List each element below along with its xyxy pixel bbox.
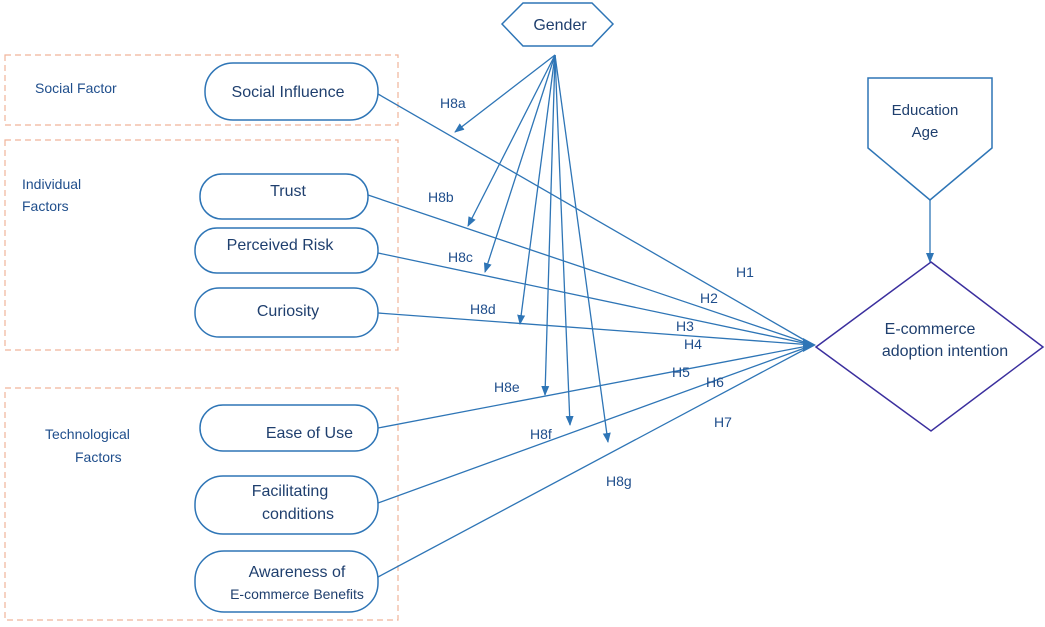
path-h8d xyxy=(517,54,556,325)
trust-construct: Trust xyxy=(199,173,369,220)
path-h7 xyxy=(377,344,814,578)
outcome-arrowhead xyxy=(803,338,816,352)
hypothesis-label-h8b: H8b xyxy=(428,189,454,205)
facilitating-conditions-construct: Facilitating conditions xyxy=(194,475,379,535)
technological-factors-label-1: Technological xyxy=(45,426,130,442)
path-h6 xyxy=(377,344,814,504)
curiosity-label: Curiosity xyxy=(257,303,319,320)
trust-label: Trust xyxy=(270,183,306,200)
path-h2 xyxy=(367,194,814,346)
path-h8a xyxy=(454,54,556,133)
hypothesis-label-h8d: H8d xyxy=(470,301,496,317)
awareness-construct: Awareness of E-commerce Benefits xyxy=(194,550,379,613)
social-factor-label: Social Factor xyxy=(35,80,117,96)
hypothesis-label-h8c: H8c xyxy=(448,249,473,265)
hypothesis-label-h6: H6 xyxy=(706,374,724,390)
social-factor-group xyxy=(4,54,399,126)
path-h5 xyxy=(377,344,814,429)
facilitating-conditions-label-1: Facilitating xyxy=(252,483,328,500)
technological-factors-group xyxy=(4,387,399,621)
path-h4 xyxy=(377,312,814,346)
individual-factors-label-1: Individual xyxy=(22,176,81,192)
hypothesis-label-h3: H3 xyxy=(676,318,694,334)
hypothesis-label-h8e: H8e xyxy=(494,379,520,395)
gender-moderator: Gender xyxy=(500,2,615,47)
controls-label-2: Age xyxy=(912,124,939,141)
outcome-label-1: E-commerce xyxy=(885,321,976,338)
path-h8c xyxy=(483,54,556,273)
facilitating-conditions-label-2: conditions xyxy=(262,506,334,523)
hypothesis-label-h8g: H8g xyxy=(606,473,632,489)
path-h3 xyxy=(377,252,814,346)
hypothesis-label-h4: H4 xyxy=(684,336,702,352)
hypothesis-label-h7: H7 xyxy=(714,414,732,430)
hypothesis-label-h8f: H8f xyxy=(530,426,552,442)
perceived-risk-label: Perceived Risk xyxy=(227,237,335,254)
individual-factors-label-2: Factors xyxy=(22,198,69,214)
ease-of-use-label: Ease of Use xyxy=(266,425,353,442)
hypothesis-label-h8a: H8a xyxy=(440,95,466,111)
path-h1 xyxy=(377,93,814,346)
outcome-label-2: adoption intention xyxy=(882,343,1008,360)
social-influence-construct: Social Influence xyxy=(204,62,379,121)
path-h8f xyxy=(554,54,574,426)
gender-label: Gender xyxy=(533,17,587,34)
controls-block: Education Age xyxy=(867,77,993,201)
ease-of-use-construct: Ease of Use xyxy=(199,404,379,452)
path-h8g xyxy=(554,54,611,443)
hypothesis-label-h1: H1 xyxy=(736,264,754,280)
individual-factors-group xyxy=(4,139,399,351)
perceived-risk-construct: Perceived Risk xyxy=(194,227,379,274)
path-h8b xyxy=(467,54,556,227)
path-h8e xyxy=(541,54,556,396)
hypothesis-label-h2: H2 xyxy=(700,290,718,306)
curiosity-construct: Curiosity xyxy=(194,287,379,338)
controls-label-1: Education xyxy=(892,102,959,119)
outcome-construct: E-commerce adoption intention xyxy=(814,261,1045,432)
technological-factors-label-2: Factors xyxy=(75,449,122,465)
awareness-label-1: Awareness of xyxy=(249,564,346,581)
awareness-label-2: E-commerce Benefits xyxy=(230,586,364,602)
social-influence-label: Social Influence xyxy=(232,84,345,101)
hypothesis-label-h5: H5 xyxy=(672,364,690,380)
